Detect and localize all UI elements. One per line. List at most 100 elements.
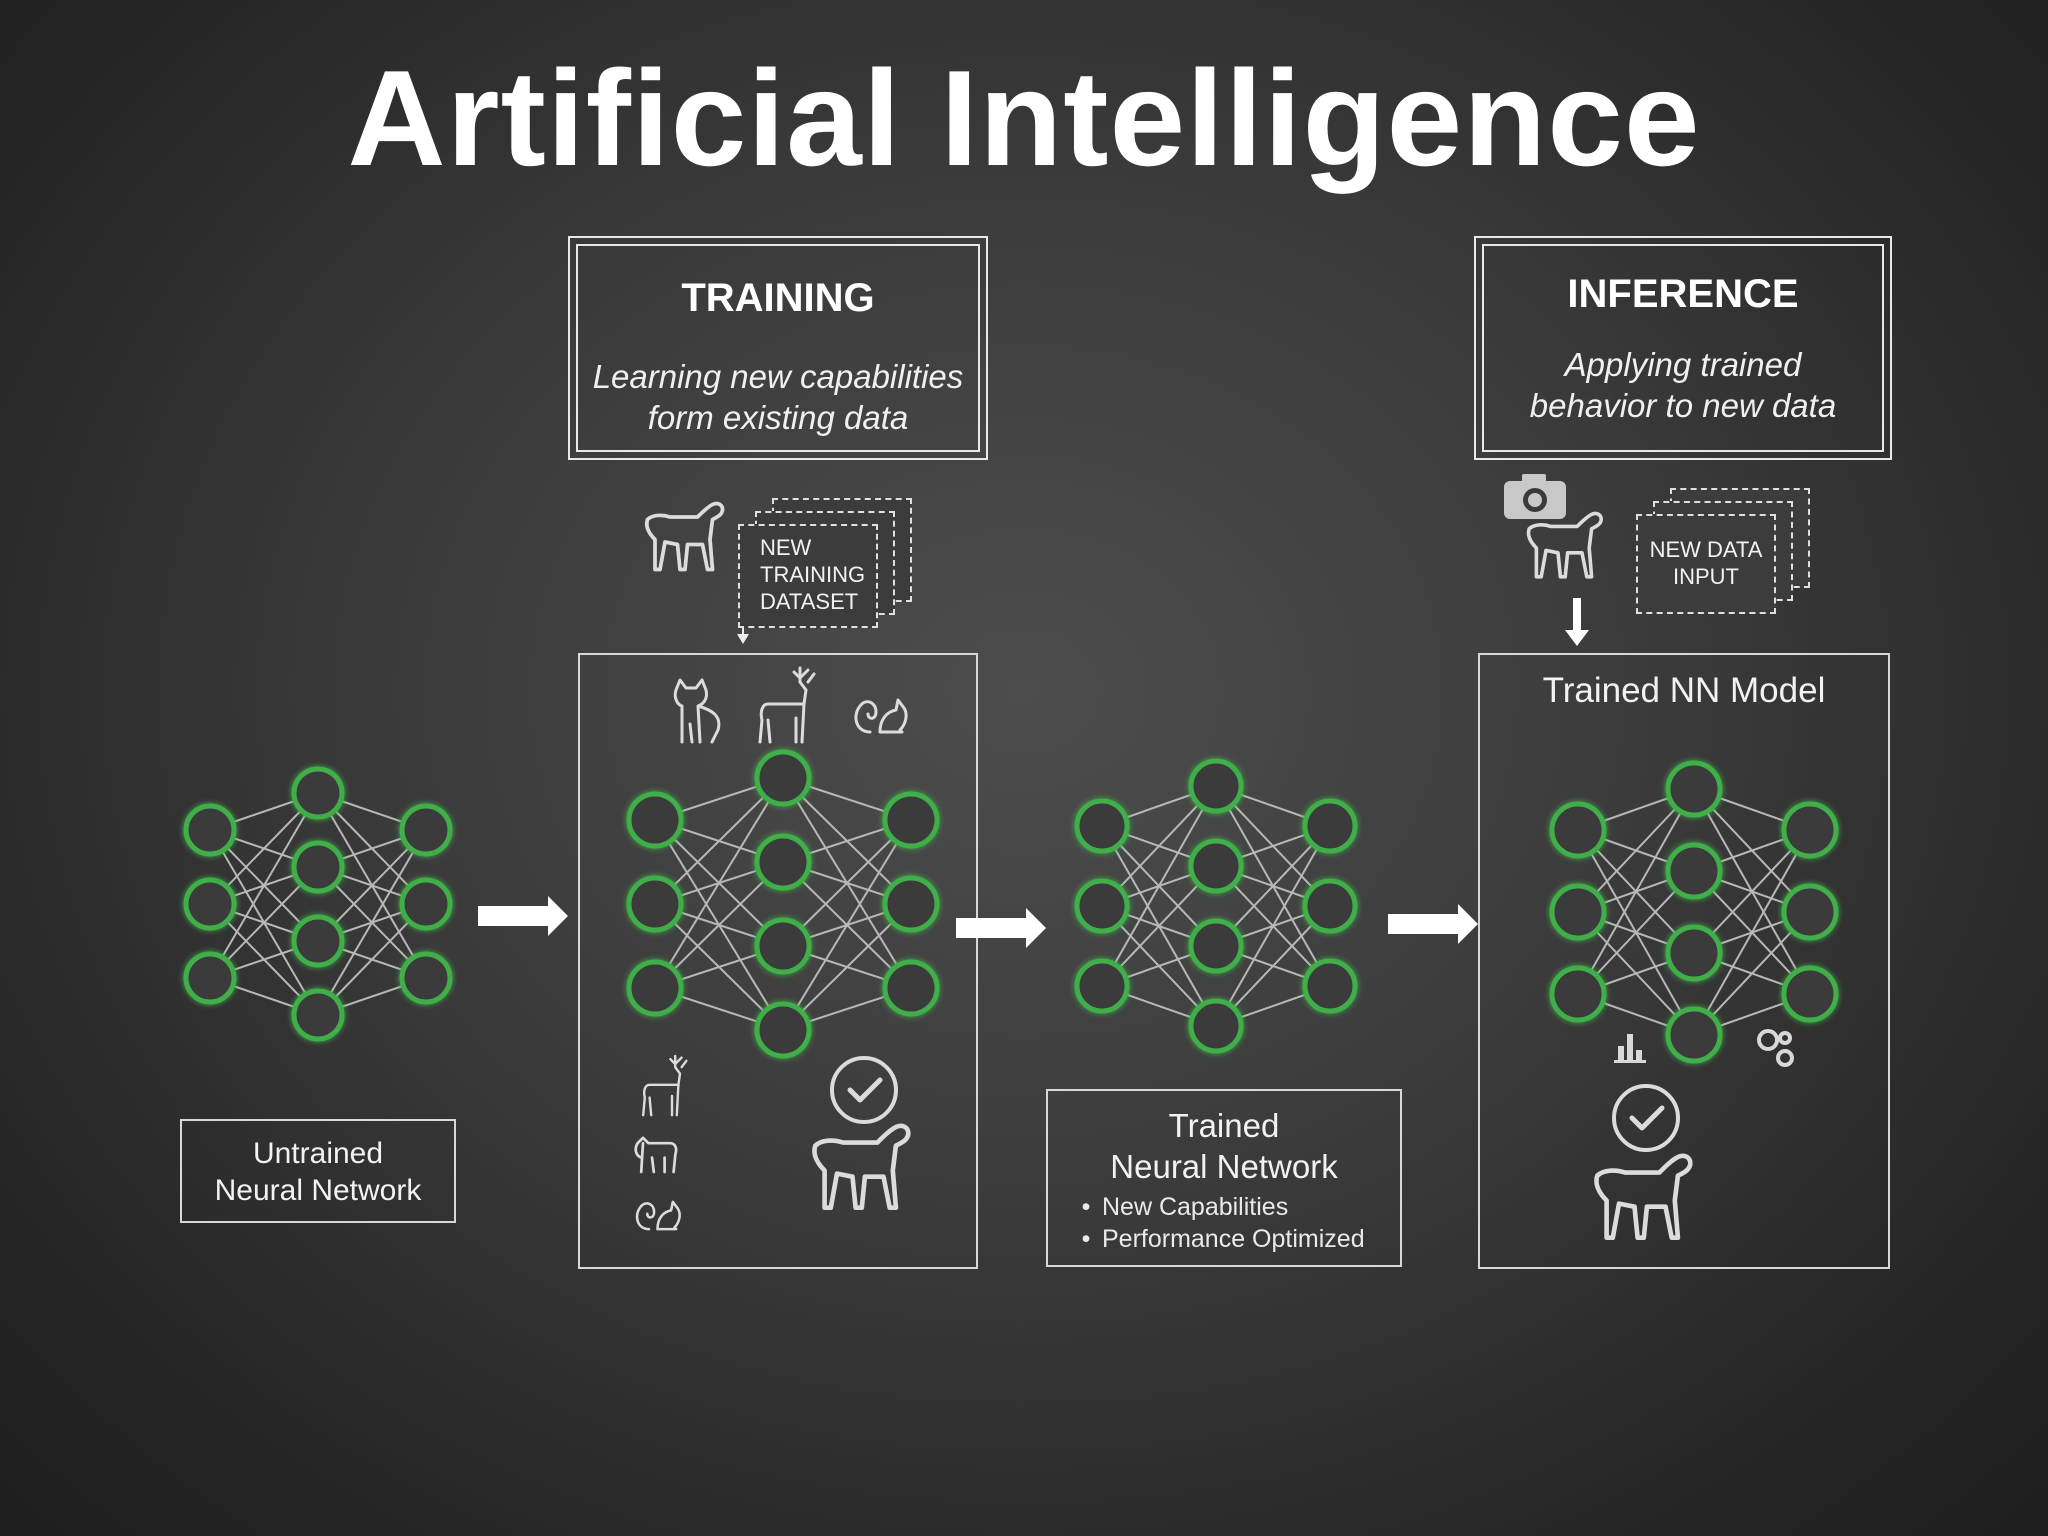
network-node bbox=[1781, 965, 1839, 1023]
trained-bullets: New Capabilities Performance Optimized bbox=[1070, 1191, 1400, 1255]
network-node bbox=[291, 914, 345, 968]
trained-network bbox=[1074, 758, 1358, 1054]
network-edge bbox=[654, 777, 784, 905]
network-node bbox=[183, 803, 237, 857]
gears-icon bbox=[1757, 1029, 1794, 1067]
network-node bbox=[1549, 965, 1607, 1023]
trained-model-title: Trained NN Model bbox=[1542, 671, 1826, 710]
network-node bbox=[1302, 958, 1358, 1014]
dog-icon bbox=[1596, 1156, 1690, 1238]
network-edge bbox=[1215, 825, 1331, 947]
inference-header-box: INFERENCE Applying trained behavior to n… bbox=[1474, 236, 1892, 460]
network-node bbox=[291, 840, 345, 894]
network-edge bbox=[317, 829, 427, 1016]
network-node bbox=[1188, 998, 1244, 1054]
training-header-box: TRAINING Learning new capabilities form … bbox=[568, 236, 988, 460]
network-edge bbox=[1693, 829, 1811, 1036]
network-node bbox=[399, 951, 453, 1005]
bullet-performance-optimized: Performance Optimized bbox=[1070, 1223, 1400, 1255]
network-node bbox=[1302, 878, 1358, 934]
network-edge bbox=[1215, 905, 1331, 1027]
training-panel bbox=[578, 653, 978, 1269]
network-node bbox=[882, 959, 940, 1017]
network-node bbox=[1781, 883, 1839, 941]
training-dataset-stack: NEW TRAINING DATASET bbox=[738, 498, 912, 628]
network-node bbox=[1074, 878, 1130, 934]
network-edge bbox=[654, 777, 784, 989]
network-node bbox=[291, 766, 345, 820]
deer-icon bbox=[758, 666, 816, 744]
trained-label-box: Trained Neural Network New Capabilities … bbox=[1046, 1089, 1402, 1267]
untrained-network bbox=[183, 766, 453, 1042]
network-node bbox=[1665, 924, 1723, 982]
input-card-front: NEW DATA INPUT bbox=[1636, 514, 1776, 614]
network-node bbox=[1188, 838, 1244, 894]
new-data-input-stack: NEW DATA INPUT bbox=[1636, 488, 1810, 614]
slide-title: Artificial Intelligence bbox=[347, 42, 1701, 194]
network-node bbox=[882, 875, 940, 933]
arrow-trained-to-model bbox=[1388, 904, 1478, 944]
network-edge bbox=[1215, 825, 1331, 1027]
network-node bbox=[1074, 958, 1130, 1014]
network-edge bbox=[209, 792, 319, 979]
network-edge bbox=[1101, 865, 1217, 987]
network-node bbox=[1665, 760, 1723, 818]
dog-icon bbox=[644, 501, 725, 572]
network-node bbox=[1665, 842, 1723, 900]
network-node bbox=[1188, 918, 1244, 974]
check-icon bbox=[830, 1056, 898, 1124]
network-node bbox=[1549, 883, 1607, 941]
untrained-label-2: Neural Network bbox=[214, 1174, 422, 1207]
dog-icon bbox=[1526, 511, 1603, 579]
network-node bbox=[1665, 1006, 1723, 1064]
bullet-new-capabilities: New Capabilities bbox=[1070, 1191, 1400, 1223]
trained-model-panel: Trained NN Model bbox=[1478, 653, 1890, 1269]
trained-label-1: Trained bbox=[1168, 1107, 1280, 1144]
cow-small-icon bbox=[634, 1136, 678, 1174]
network-edge bbox=[782, 819, 912, 1031]
network-node bbox=[1781, 801, 1839, 859]
network-node bbox=[626, 791, 684, 849]
arrow-untrained-to-training bbox=[478, 896, 568, 936]
network-edge bbox=[1101, 785, 1217, 907]
network-node bbox=[1188, 758, 1244, 814]
arrow-input-down bbox=[1565, 598, 1589, 646]
camera-icon bbox=[1504, 474, 1566, 519]
network-node bbox=[183, 877, 237, 931]
dataset-label-1: NEW bbox=[760, 535, 812, 560]
dataset-card-front: NEW TRAINING DATASET bbox=[738, 524, 878, 628]
network-node bbox=[754, 749, 812, 807]
network-edge bbox=[1101, 785, 1217, 987]
input-label-2: INPUT bbox=[1673, 564, 1739, 589]
check-icon bbox=[1612, 1084, 1680, 1152]
network-node bbox=[399, 877, 453, 931]
network-edge bbox=[782, 903, 912, 1031]
squirrel-icon bbox=[854, 698, 908, 734]
training-network bbox=[626, 749, 940, 1059]
network-edge bbox=[782, 819, 912, 947]
network-node bbox=[1549, 801, 1607, 859]
trained-label-2: Neural Network bbox=[1110, 1148, 1338, 1185]
bar-chart-icon bbox=[1614, 1034, 1646, 1063]
input-label-1: NEW DATA bbox=[1649, 537, 1763, 562]
network-node bbox=[882, 791, 940, 849]
network-edge bbox=[654, 861, 784, 989]
deer-small-icon bbox=[642, 1054, 688, 1117]
network-node bbox=[399, 803, 453, 857]
network-node bbox=[1302, 798, 1358, 854]
network-node bbox=[754, 833, 812, 891]
untrained-label-box: Untrained Neural Network bbox=[180, 1119, 456, 1223]
network-node bbox=[754, 917, 812, 975]
network-node bbox=[183, 951, 237, 1005]
network-node bbox=[626, 875, 684, 933]
trained-model-network bbox=[1549, 760, 1839, 1064]
network-node bbox=[754, 1001, 812, 1059]
arrow-dataset-down bbox=[737, 628, 749, 644]
network-node bbox=[291, 988, 345, 1042]
network-node bbox=[1074, 798, 1130, 854]
network-node bbox=[626, 959, 684, 1017]
arrow-training-to-trained bbox=[956, 908, 1046, 948]
squirrel-small-icon bbox=[635, 1200, 681, 1231]
dataset-label-2: TRAINING bbox=[760, 562, 866, 587]
